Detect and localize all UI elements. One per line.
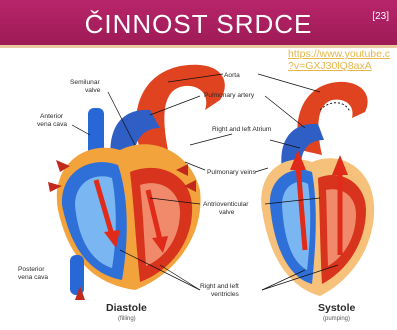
- aorta-shape: [136, 65, 225, 150]
- label-posterior: Posterior: [18, 266, 45, 273]
- label-anterior-vena-cava: vena cava: [37, 121, 67, 128]
- systole-heart: [261, 82, 374, 296]
- label-semilunar-valve: valve: [85, 87, 101, 94]
- label-right-left: Right and left: [200, 283, 239, 290]
- label-anterior: Anterior: [40, 113, 64, 120]
- diastole-heart: [48, 65, 225, 300]
- systole-subtitle: (pumping): [323, 316, 350, 322]
- diastole-title: Diastole: [106, 302, 147, 314]
- label-right-left-atrium: Right and left Atrium: [212, 126, 272, 133]
- label-semilunar: Semilunar: [70, 79, 100, 86]
- systole-title: Systole: [318, 302, 356, 314]
- youtube-link-line2[interactable]: ?v=GXJ30lQ8axA: [288, 60, 390, 72]
- slide-title: ČINNOST SRDCE: [0, 9, 397, 40]
- label-aorta: Aorta: [224, 72, 240, 79]
- reference-number: [23]: [372, 11, 389, 22]
- label-antrioventicular: Antrioventicular: [203, 201, 249, 208]
- label-pulmonary-veins: Pulmonary veins: [207, 169, 256, 176]
- youtube-link[interactable]: https://www.youtube.c ?v=GXJ30lQ8axA: [288, 48, 390, 72]
- diastole-subtitle: (filling): [118, 316, 136, 322]
- heart-diagram: Semilunar valve Aorta Pulmonary artery A…: [0, 48, 397, 325]
- label-av-valve: valve: [219, 209, 235, 216]
- heart-illustration: Semilunar valve Aorta Pulmonary artery A…: [0, 48, 397, 325]
- label-pulmonary-artery: Pulmonary artery: [204, 92, 255, 99]
- label-posterior-vena-cava: vena cava: [18, 274, 48, 281]
- youtube-link-line1[interactable]: https://www.youtube.c: [288, 48, 390, 60]
- posterior-vena-cava-shape: [70, 255, 84, 295]
- label-ventricles: ventricles: [211, 291, 240, 298]
